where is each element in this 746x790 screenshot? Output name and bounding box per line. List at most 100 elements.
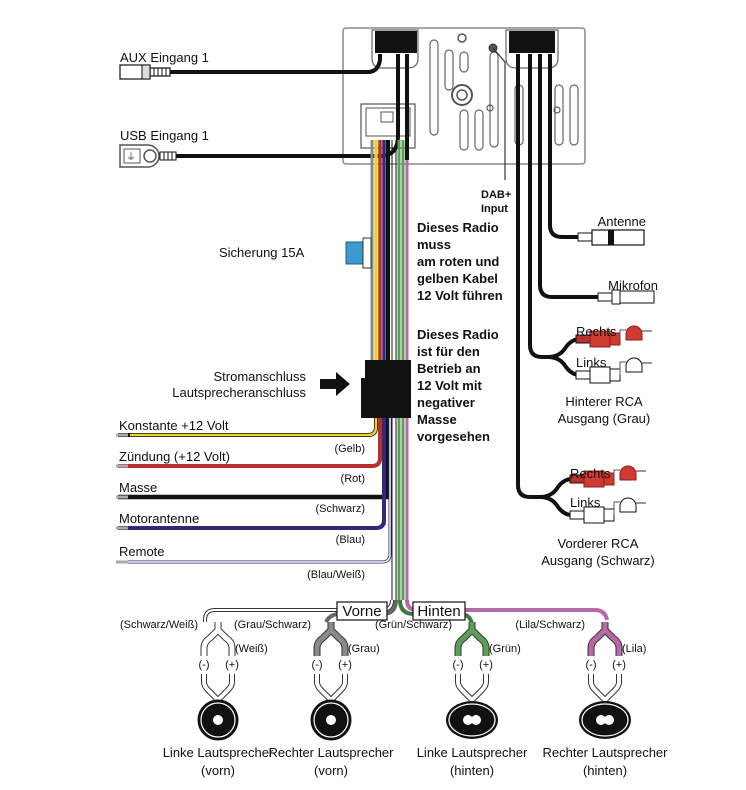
rear-rca-right: Rechts — [576, 324, 617, 339]
aux-label: AUX Eingang 1 — [120, 50, 209, 65]
right-cables — [492, 47, 598, 517]
connector-label-2: Lautsprecheranschluss — [172, 385, 306, 400]
speaker-1: (Schwarz/Weiß)(Weiß)(-)(+)Linke Lautspre… — [120, 619, 274, 778]
neg-terminal: (-) — [453, 659, 464, 671]
speaker-name: Rechter Lautsprecher — [268, 745, 394, 760]
wire-label-masse: Masse — [119, 480, 157, 495]
speaker-2: (Grau/Schwarz) (Grau) (-) (+) Rechter Lautsp… — [234, 619, 394, 778]
pos-wire-label: (Grün) — [489, 643, 521, 655]
wire-label-motorantenne: Motorantenne — [119, 511, 199, 526]
connector-label-1: Stromanschluss — [214, 369, 307, 384]
dab-label-2: Input — [481, 203, 508, 215]
speaker-ring — [313, 702, 349, 738]
note-negative-ground: Dieses Radio ist für den Betrieb an 12 V… — [417, 327, 499, 444]
power-wires — [116, 418, 392, 564]
speaker-wire-fork-fill — [455, 622, 489, 656]
svg-text:12 Volt führen: 12 Volt führen — [417, 288, 503, 303]
usb-label: USB Eingang 1 — [120, 128, 209, 143]
dab-label-1: DAB+ — [481, 189, 511, 201]
rear-rca-left: Links — [576, 355, 607, 370]
rear-rca-plugs — [575, 325, 652, 384]
front-rca-plugs — [569, 465, 646, 524]
neg-wire-label: (Schwarz/Weiß) — [120, 619, 198, 631]
svg-text:vorgesehen: vorgesehen — [417, 429, 490, 444]
speaker-name: Rechter Lautsprecher — [542, 745, 668, 760]
speaker-lead — [455, 674, 489, 705]
speaker-position: (hinten) — [450, 763, 494, 778]
front-rca-right: Rechts — [570, 466, 611, 481]
speaker-lead — [588, 674, 622, 705]
speaker-center — [213, 715, 223, 725]
rear-group-box: Hinten — [412, 601, 466, 621]
arrow-icon — [320, 372, 350, 396]
svg-text:Betrieb an: Betrieb an — [417, 361, 481, 376]
neg-wire-label: (Grau/Schwarz) — [234, 619, 311, 631]
svg-text:Dieses Radio: Dieses Radio — [417, 220, 499, 235]
speaker-center-2 — [471, 715, 481, 725]
speaker-center — [326, 715, 336, 725]
pos-terminal: (+) — [612, 659, 626, 671]
speaker-ring — [448, 703, 496, 737]
pos-terminal: (+) — [338, 659, 352, 671]
svg-text:muss: muss — [417, 237, 451, 252]
speakers: (Schwarz/Weiß) (Weiß) (-) (+) Linke Lautspre… — [120, 619, 668, 778]
speaker-3: (Grün/Schwarz)(Grün)(-)(+)Linke Lautspre… — [375, 619, 528, 778]
antenna-plug — [577, 229, 645, 246]
speaker-wire-fork-fill — [314, 622, 348, 656]
pos-wire-label: (Lila) — [622, 643, 646, 655]
front-rca-left: Links — [570, 495, 601, 510]
front-rca-title-1: Vorderer RCA — [558, 536, 639, 551]
usb-cable: ⏚ — [119, 54, 400, 168]
neg-wire-label: (Lila/Schwarz) — [515, 619, 585, 631]
pos-terminal: (+) — [225, 659, 239, 671]
svg-text:gelben Kabel: gelben Kabel — [417, 271, 498, 286]
fuse — [345, 237, 372, 269]
speaker-position: (vorn) — [201, 763, 235, 778]
wire-label-konstante: Konstante +12 Volt — [119, 418, 229, 433]
wire-color-blau-weiss: (Blau/Weiß) — [307, 569, 365, 581]
front-rca-title-2: Ausgang (Schwarz) — [541, 553, 654, 568]
rear-rca-title-1: Hinterer RCA — [565, 394, 643, 409]
wire-color-blau: (Blau) — [336, 534, 365, 546]
speaker-wire-fork-fill — [588, 622, 622, 656]
speaker-ring — [200, 702, 236, 738]
mic-label: Mikrofon — [608, 278, 658, 293]
aux-cable — [119, 54, 382, 80]
fuse-label: Sicherung 15A — [219, 245, 305, 260]
neg-wire-label: (Grün/Schwarz) — [375, 619, 452, 631]
front-group-box: Vorne — [336, 601, 388, 621]
speaker-lead-fill — [589, 674, 621, 703]
wire-label-remote: Remote — [119, 544, 165, 559]
pos-wire-label: (Weiß) — [235, 643, 268, 655]
note-12v-red-yellow: Dieses Radio muss am roten und gelben Ka… — [417, 220, 503, 303]
speaker-lead-fill — [456, 674, 488, 703]
antenna-label: Antenne — [598, 214, 646, 229]
power-connector — [361, 360, 411, 418]
mic-plug — [597, 289, 655, 305]
neg-terminal: (-) — [199, 659, 210, 671]
speaker-center-2 — [604, 715, 614, 725]
speaker-4: (Lila/Schwarz) (Lila) (-) (+) Rechter Lautsp… — [515, 619, 668, 778]
rear-rca-title-2: Ausgang (Grau) — [558, 411, 651, 426]
wire-label-zuendung: Zündung (+12 Volt) — [119, 449, 230, 464]
svg-text:ist für den: ist für den — [417, 344, 480, 359]
wire-color-schwarz: (Schwarz) — [315, 503, 365, 515]
speaker-ring — [581, 703, 629, 737]
neg-terminal: (-) — [586, 659, 597, 671]
svg-text:Dieses Radio: Dieses Radio — [417, 327, 499, 342]
svg-text:Hinten: Hinten — [417, 603, 460, 620]
svg-text:negativer: negativer — [417, 395, 475, 410]
neg-terminal: (-) — [312, 659, 323, 671]
pos-wire-label: (Grau) — [348, 643, 380, 655]
speaker-center — [463, 715, 473, 725]
speaker-position: (vorn) — [314, 763, 348, 778]
speaker-lead — [314, 674, 348, 705]
usb-icon: ⏚ — [126, 151, 136, 163]
svg-text:am roten und: am roten und — [417, 254, 499, 269]
wire-color-gelb: (Gelb) — [334, 443, 365, 455]
speaker-name: Linke Lautsprecher — [417, 745, 528, 760]
svg-text:Masse: Masse — [417, 412, 457, 427]
svg-text:12 Volt mit: 12 Volt mit — [417, 378, 482, 393]
speaker-lead — [201, 674, 235, 705]
